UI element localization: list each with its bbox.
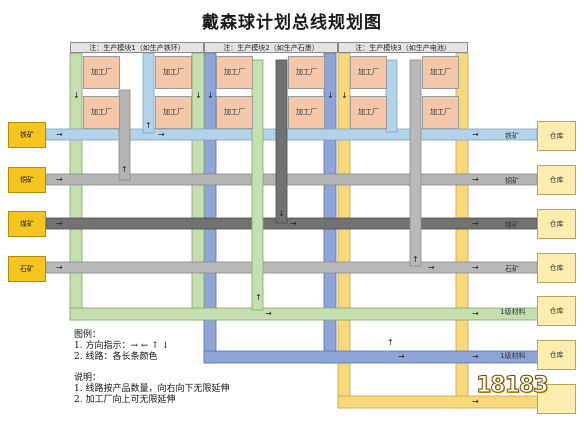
arrow-m1-out2: → xyxy=(472,309,479,318)
factory-2b: 加工厂 xyxy=(288,56,325,89)
arrow-copper-up: ↑ xyxy=(121,165,128,174)
watermark-logo: 18183 xyxy=(476,373,550,399)
module-1-header: 注：生产模块1（如生产铁环） xyxy=(70,42,204,53)
arrow-coal-right: → xyxy=(56,219,63,228)
notes-item-2: 2. 加工厂向上可无限延伸 xyxy=(74,395,176,405)
feeder-m1-copper xyxy=(118,89,131,181)
bus-module2-bottom xyxy=(203,350,540,364)
arrow-stone-right: → xyxy=(56,263,63,272)
source-coal: 煤矿 xyxy=(8,211,46,237)
arrow-m3-out: → xyxy=(472,397,479,406)
legend-item-direction: 1. 方向指示：→ ← ↑ ↓ xyxy=(74,341,170,351)
module-3-header: 注：生产模块3（如生产电池） xyxy=(338,42,468,53)
output-label-coal: 煤矿 xyxy=(505,221,519,229)
notes-item-1: 1. 线路按产品数量，向右向下无限延伸 xyxy=(74,384,230,394)
warehouse-3: 仓库 xyxy=(537,209,576,239)
legend-item-lines: 2. 线路：各长条颜色 xyxy=(74,352,158,362)
factory-1d: 加工厂 xyxy=(155,96,192,129)
factory-1b: 加工厂 xyxy=(155,56,192,89)
arrow-m2-out2: → xyxy=(472,352,479,361)
feeder-m1-iron xyxy=(142,52,155,134)
source-copper-ore: 铜矿 xyxy=(8,167,46,193)
bus-stone xyxy=(45,261,538,274)
arrow-coal-mid: → xyxy=(290,219,297,228)
output-label-stone: 石矿 xyxy=(505,265,519,273)
legend-title: 图例： xyxy=(74,330,102,340)
feeder-m2-coal xyxy=(275,59,288,224)
arrow-m3-down: ↓ xyxy=(341,91,348,100)
arrow-m1-down: ↓ xyxy=(73,91,80,100)
warehouse-5: 仓库 xyxy=(537,296,576,326)
arrow-iron-mid: → xyxy=(158,130,165,139)
arrow-iron-right: → xyxy=(56,130,63,139)
factory-2d: 加工厂 xyxy=(288,96,325,129)
page-title: 戴森球计划总线规划图 xyxy=(202,13,382,33)
factory-3b: 加工厂 xyxy=(422,56,459,89)
output-label-material-2: 1级材料 xyxy=(500,352,526,360)
arrow-iron-up: ↑ xyxy=(145,121,152,130)
module-2-header: 注：生产模块2（如生产石墨） xyxy=(204,42,338,53)
warehouse-4: 仓库 xyxy=(537,253,576,283)
warehouse-7 xyxy=(537,384,576,414)
arrow-m2-up: ↑ xyxy=(387,338,394,347)
source-stone: 石矿 xyxy=(8,256,46,282)
arrow-coal-up: ↓ xyxy=(278,209,285,218)
source-iron-ore: 铁矿 xyxy=(8,122,46,148)
feeder-m3-iron xyxy=(385,59,398,133)
arrow-iron-out: → xyxy=(472,130,479,139)
arrow-m2-down: ↓ xyxy=(207,91,214,100)
arrow-m2-right-down: ↓ xyxy=(327,91,334,100)
arrow-stone-up: ↑ xyxy=(412,255,419,264)
output-label-copper: 铜矿 xyxy=(505,177,519,185)
arrow-m1-up: ↑ xyxy=(255,293,262,302)
factory-3c: 加工厂 xyxy=(350,96,387,129)
factory-2c: 加工厂 xyxy=(216,96,253,129)
arrow-stone-out: → xyxy=(428,263,435,272)
warehouse-6: 仓库 xyxy=(537,340,576,370)
arrow-m1-right-down: ↓ xyxy=(195,91,202,100)
arrow-m1-out: → xyxy=(265,309,272,318)
arrow-stone-out2: → xyxy=(472,263,479,272)
factory-3d: 加工厂 xyxy=(422,96,459,129)
arrow-copper-right: → xyxy=(56,175,63,184)
warehouse-1: 仓库 xyxy=(537,121,576,151)
output-label-iron: 铁矿 xyxy=(505,132,519,140)
output-label-material-1: 1级材料 xyxy=(500,308,526,316)
notes-title: 说明： xyxy=(74,373,102,383)
factory-1a: 加工厂 xyxy=(83,56,120,89)
arrow-copper-out: → xyxy=(472,175,479,184)
feeder-m1-out xyxy=(251,59,264,311)
arrow-m2-out: → xyxy=(398,352,405,361)
arrow-coal-out: → xyxy=(472,219,479,228)
factory-2a: 加工厂 xyxy=(216,56,253,89)
factory-3a: 加工厂 xyxy=(350,56,387,89)
factory-1c: 加工厂 xyxy=(83,96,120,129)
feeder-m3-stone xyxy=(409,59,422,267)
bus-module1-bottom xyxy=(69,307,540,321)
warehouse-2: 仓库 xyxy=(537,165,576,195)
